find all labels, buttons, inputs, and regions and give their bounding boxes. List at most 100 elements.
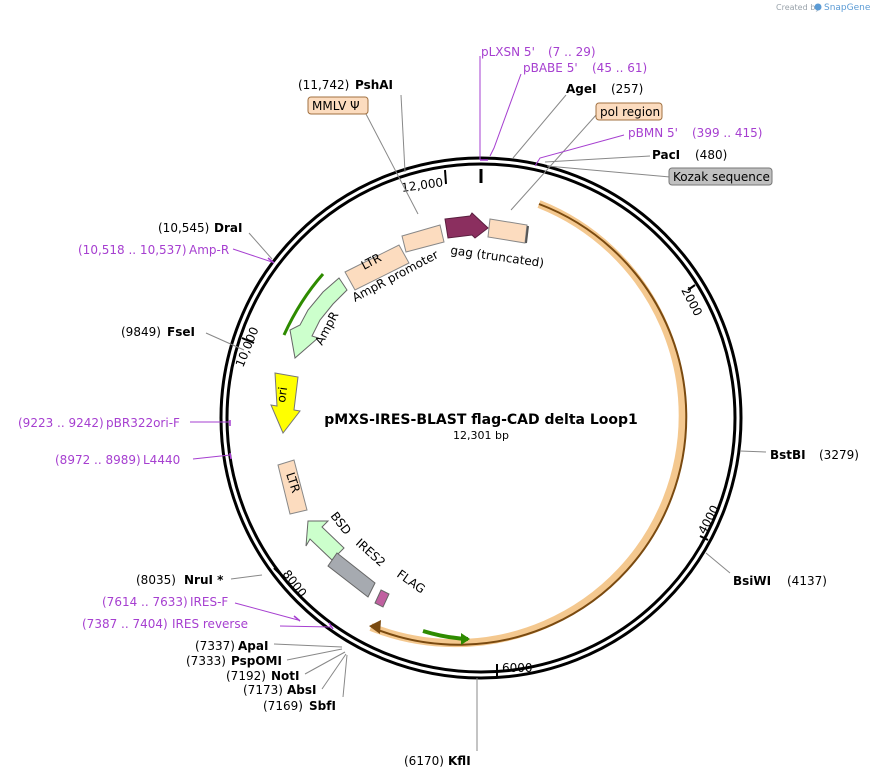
leader-sbfi: [342, 654, 348, 698]
feature-bsd: BSD: [305, 509, 354, 561]
plxsn-name: pLXSN 5': [481, 45, 535, 59]
ampr-primer-name: Amp-R: [189, 243, 229, 257]
iresr-name: IRES reverse: [172, 617, 248, 631]
leader-nrui: [230, 574, 263, 580]
feature-ltr-top: LTR: [344, 244, 410, 291]
apai-pos: (7337): [195, 639, 235, 653]
noti-pos: (7192): [226, 669, 266, 683]
pbr322-range: (9223 .. 9242): [18, 416, 104, 430]
leader-noti: [304, 651, 346, 675]
pbmn-range: (399 .. 415): [692, 126, 762, 140]
feature-gag: gag (truncated): [444, 212, 545, 270]
feature-ampr: AmpR: [289, 277, 348, 359]
l4440-name: L4440: [143, 453, 180, 467]
label-ori: ori: [274, 386, 290, 403]
nrui-name: NruI *: [184, 573, 224, 587]
feature-ltr-bottom: LTR: [277, 459, 308, 515]
leader-pol: [510, 113, 598, 211]
drai-pos: (10,545): [158, 221, 209, 235]
paci-name: PacI: [652, 148, 680, 162]
nrui-pos: (8035): [136, 573, 176, 587]
kfli-name: KflI: [448, 754, 471, 768]
mmlv-name: MMLV Ψ: [312, 99, 360, 113]
leader-fsei: [205, 332, 245, 351]
bsiwi-name: BsiWI: [733, 574, 771, 588]
credit-brand: SnapGene: [824, 3, 871, 13]
pspomi-name: PspOMI: [231, 654, 282, 668]
iresf-name: IRES-F: [190, 595, 228, 609]
kozak-box: [668, 167, 773, 186]
tick-label-4000: 4000: [695, 503, 722, 537]
plasmid-length: 12,301 bp: [453, 429, 509, 442]
pbabe-range: (45 .. 61): [592, 61, 647, 75]
cad-arc-line: [377, 203, 688, 646]
plasmid-name: pMXS-IRES-BLAST flag-CAD delta Loop1: [324, 412, 638, 428]
leader-bsiwi: [705, 552, 731, 574]
psha-name: PshAI: [355, 78, 393, 92]
agei-pos: (257): [611, 82, 643, 96]
tick-label-8000: 8000: [280, 567, 310, 600]
leader-l4440: [192, 454, 231, 460]
plxsn-range: (7 .. 29): [548, 45, 596, 59]
primer-iresf-mark: [293, 615, 301, 622]
tick-6000: 6000: [496, 661, 533, 678]
leader-apai: [273, 643, 343, 648]
leader-psha: [400, 94, 406, 173]
absi-pos: (7173): [243, 683, 283, 697]
primer-l4440-mark: [229, 452, 232, 460]
cad-arc-halo: [369, 200, 687, 648]
leader-pspomi: [286, 648, 343, 661]
leader-agei: [512, 94, 567, 159]
sbfi-name: SbfI: [309, 699, 336, 713]
primer-ampr-mark: [267, 257, 275, 264]
leader-iresf: [234, 602, 299, 621]
leader-iresr: [279, 625, 332, 628]
leader-drai: [248, 232, 273, 260]
pbabe-name: pBABE 5': [523, 61, 578, 75]
label-bsd: BSD: [328, 509, 354, 537]
leader-pbmn: [534, 134, 625, 167]
iresr-range: (7387 .. 7404): [82, 617, 168, 631]
label-ires2: IRES2: [353, 536, 388, 570]
pol-name: pol region: [600, 105, 660, 119]
sbfi-pos: (7169): [263, 699, 303, 713]
absi-name: AbsI: [287, 683, 316, 697]
psha-pos: (11,742): [298, 78, 349, 92]
apai-name: ApaI: [238, 639, 268, 653]
paci-pos: (480): [695, 148, 727, 162]
leader-bstbi: [739, 450, 767, 453]
ampr-outer-line: [282, 273, 325, 336]
drai-name: DraI: [214, 221, 242, 235]
label-flag: FLAG: [394, 567, 428, 596]
l4440-range: (8972 .. 8989): [55, 453, 141, 467]
pspomi-pos: (7333): [186, 654, 226, 668]
bsiwi-pos: (4137): [787, 574, 827, 588]
kozak-name: Kozak sequence: [673, 170, 770, 184]
leader-pbabe: [489, 73, 522, 157]
tick-label-12000: 12,000: [400, 175, 444, 195]
leader-paci: [544, 155, 651, 163]
bstbi-name: BstBI: [770, 448, 806, 462]
tick-12000: 12,000: [400, 169, 447, 195]
cad-arc-head: [369, 620, 381, 634]
fsei-pos: (9849): [121, 325, 161, 339]
mmlv-box: [307, 96, 369, 115]
leader-absi: [321, 653, 347, 690]
backbone-outer: [219, 156, 743, 680]
agei-name: AgeI: [566, 82, 596, 96]
bstbi-pos: (3279): [819, 448, 859, 462]
primer-iresr-mark: [328, 622, 334, 630]
pbr322-name: pBR322ori-F: [106, 416, 180, 430]
pbmn-name: pBMN 5': [628, 126, 678, 140]
iresf-range: (7614 .. 7633): [102, 595, 188, 609]
leader-ampr-primer: [232, 248, 273, 263]
leader-mmlv: [365, 113, 419, 215]
snapgene-logo-icon: [814, 3, 822, 11]
backbone-inner: [225, 162, 737, 674]
feature-ori: ori: [270, 372, 301, 434]
noti-name: NotI: [271, 669, 300, 683]
label-gag: gag (truncated): [450, 243, 545, 270]
kfli-pos: (6170): [404, 754, 444, 768]
fsei-name: FseI: [167, 325, 195, 339]
